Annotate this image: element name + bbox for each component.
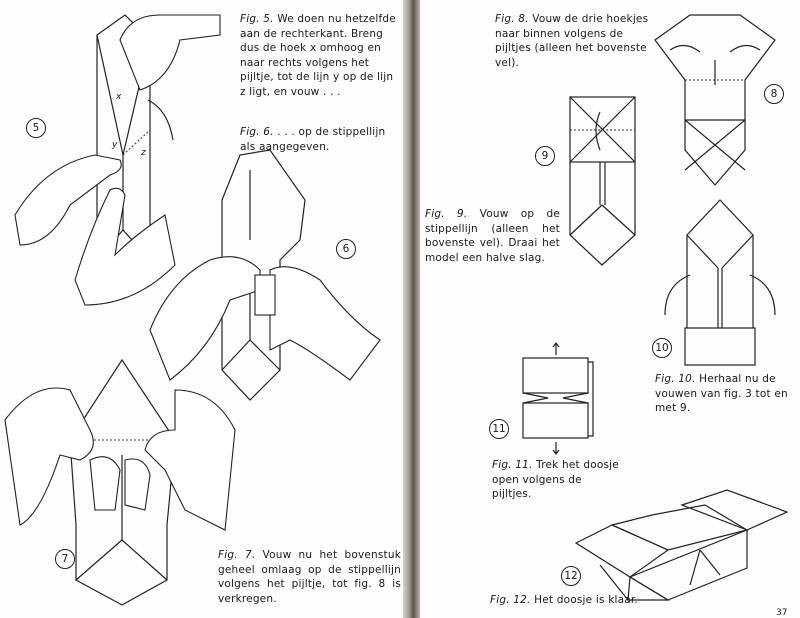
- caption-fig7: Fig. 7. Vouw nu het bovenstuk geheel oml…: [218, 549, 401, 605]
- figure-number-11: 11: [489, 419, 509, 439]
- fig9-drawing: [569, 96, 636, 266]
- fig5-drawing: [14, 14, 221, 306]
- figure-number-7: 7: [55, 549, 75, 569]
- diagram-letter-x: x: [116, 92, 122, 102]
- right-page: [418, 0, 800, 618]
- fig10-drawing: [664, 199, 776, 366]
- fig8-drawing: [654, 14, 776, 186]
- caption-fig11: Fig. 11. Trek het doosje open volgens de…: [492, 459, 619, 500]
- figure-number-10: 10: [652, 338, 672, 358]
- fig12-drawing: [574, 489, 789, 601]
- caption-fig6: Fig. 6. . . . op de stippellijn als aang…: [240, 126, 386, 153]
- diagram-letter-y: y: [112, 140, 118, 150]
- caption-fig9: Fig. 9. Vouw op de stippellijn (alleen h…: [425, 208, 560, 264]
- caption-fig12: Fig. 12. Het doosje is klaar.: [490, 594, 638, 606]
- page-number: 37: [776, 608, 788, 618]
- figure-number-8: 8: [764, 84, 784, 104]
- fig11-drawing: [522, 342, 594, 455]
- caption-fig5: Fig. 5. We doen nu hetzelfde aan de rech…: [240, 13, 396, 98]
- figure-number-9: 9: [535, 146, 555, 166]
- caption-fig8: Fig. 8. Vouw de drie hoekjes naar binnen…: [495, 13, 649, 69]
- fig6-drawing: [149, 149, 381, 401]
- diagram-letter-z: z: [141, 148, 146, 158]
- figure-number-5: 5: [26, 118, 46, 138]
- figure-number-6: 6: [336, 239, 356, 259]
- figure-number-12: 12: [561, 566, 581, 586]
- fig7-drawing: [4, 358, 236, 606]
- book-gutter: [403, 0, 420, 618]
- caption-fig10: Fig. 10. Herhaal nu de vouwen van fig. 3…: [655, 373, 788, 414]
